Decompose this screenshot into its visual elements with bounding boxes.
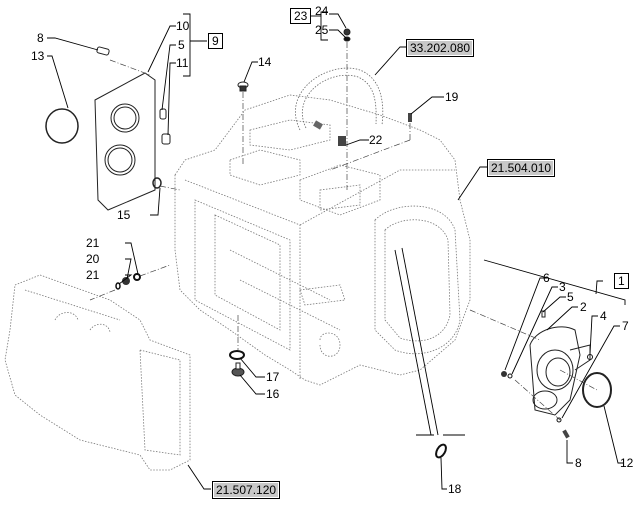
ball-4 [587,354,593,360]
seal-3 [507,373,513,379]
plug-16 [231,362,245,377]
plug-6 [501,371,507,377]
callout-10: 10 [176,19,190,33]
seal-ring-15 [152,177,162,189]
plug-20 [122,277,130,285]
callout-18: 18 [448,482,462,496]
callout-21: 21 [86,236,100,250]
group-box-1: 1 [614,273,629,289]
axis-lines [89,42,598,421]
callout-2: 2 [580,300,587,314]
reference-33-202-080[interactable]: 33.202.080 [406,39,475,57]
group-box-9: 9 [208,33,223,49]
dowel [161,133,171,145]
callout-17: 17 [266,370,280,384]
bolt-8b [562,429,570,439]
callout-5: 5 [178,38,185,52]
pin [159,108,167,120]
seal-7 [556,417,562,423]
callout-14: 14 [258,55,272,69]
pto-cover-assembly [529,326,591,416]
side-cover-housing [4,274,191,471]
callout-13: 13 [31,49,45,63]
front-cover-plate [94,72,171,211]
callout-7: 7 [622,319,629,333]
o-ring-18 [435,443,447,459]
fitting-24-25 [343,28,351,42]
bolt-8 [96,46,110,56]
washer-21 [133,273,141,281]
callout-8: 8 [37,31,44,45]
reference-21-504-010[interactable]: 21.504.010 [487,159,556,177]
callout-6: 6 [543,271,550,285]
washer-21b [115,282,121,290]
seal-ring-12 [582,372,612,408]
hose [295,67,384,131]
callout-4: 4 [600,309,607,323]
callout-12: 12 [620,456,634,470]
o-ring-17 [229,350,245,360]
callout-15: 15 [117,208,131,222]
plug-14 [237,81,249,92]
callout-22: 22 [369,133,383,147]
group-box-23: 23 [290,8,312,24]
callout-8b: 8 [575,456,582,470]
callout-24: 24 [315,4,329,18]
callout-25: 25 [315,23,329,37]
transmission-housing [174,94,471,386]
elbow-22 [338,136,346,146]
callout-11: 11 [176,56,189,70]
callout-3: 3 [559,280,566,294]
callout-5b: 5 [567,290,574,304]
hose-fitting [313,120,323,130]
sensor-19 [408,113,412,122]
snap-ring-13 [45,108,79,144]
leader-lines [47,11,626,490]
callout-21b: 21 [86,268,100,282]
callout-20: 20 [86,252,100,266]
reference-21-507-120[interactable]: 21.507.120 [212,481,281,499]
callout-19: 19 [445,90,459,104]
callout-16: 16 [266,387,280,401]
